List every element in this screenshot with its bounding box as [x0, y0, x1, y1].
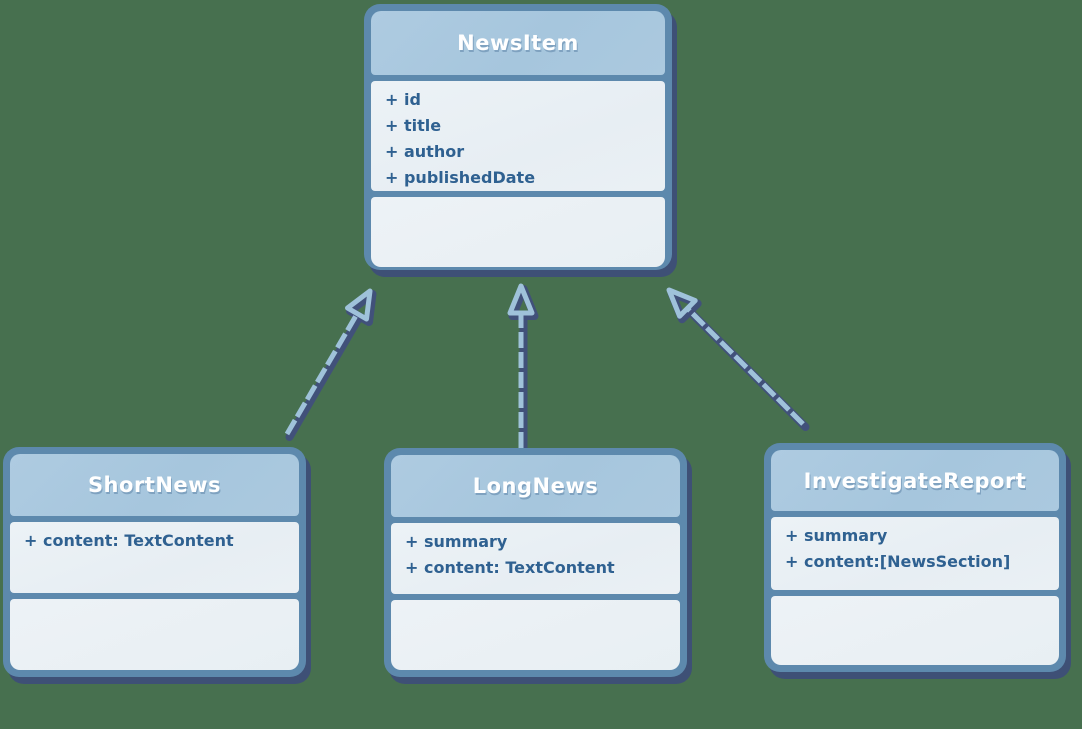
class-box-longnews: LongNews + summary + content: TextConten… [384, 448, 687, 677]
class-name: ShortNews [87, 473, 222, 497]
attribute-line: + summary [405, 532, 508, 551]
class-header: ShortNews [10, 454, 299, 516]
attributes-compartment: + summary + content:[NewsSection] [771, 517, 1059, 590]
arrowhead-shadow [346, 290, 377, 326]
inheritance-arrow-longnews-to-newsitem [507, 283, 539, 455]
class-header: LongNews [391, 455, 680, 517]
inheritance-arrow-investigatereport-to-newsitem [666, 287, 810, 431]
class-box-investigatereport: InvestigateReport + summary + content:[N… [764, 443, 1066, 672]
attribute-line: + summary [785, 526, 888, 545]
attributes-compartment: + content: TextContent [10, 522, 299, 593]
attribute-line: + content: TextContent [405, 558, 615, 577]
class-header: NewsItem [371, 11, 665, 75]
class-box-newsitem: NewsItem + id + title + author + publish… [364, 4, 672, 270]
arrowhead-triangle [666, 287, 698, 319]
arrowhead-triangle [345, 288, 373, 322]
arrowhead-shadow [667, 289, 702, 324]
methods-compartment [391, 600, 680, 670]
attribute-line: + content:[NewsSection] [785, 552, 1011, 571]
attribute-line: + id [385, 90, 421, 109]
class-name: NewsItem [457, 31, 579, 55]
arrow-shaft [284, 312, 360, 436]
class-box-shortnews: ShortNews + content: TextContent [3, 447, 306, 677]
methods-compartment [371, 197, 665, 267]
class-name: LongNews [472, 474, 599, 498]
arrowhead-triangle [507, 283, 535, 316]
arrow-shaft [685, 306, 805, 426]
arrow-shaft-shadow [685, 307, 810, 431]
attribute-line: + content: TextContent [24, 531, 234, 550]
attribute-line: + title [385, 116, 442, 135]
attribute-line: + publishedDate [385, 168, 536, 187]
arrowhead-shadow [508, 285, 539, 320]
methods-compartment [771, 596, 1059, 665]
attributes-compartment: + id + title + author + publishedDate [371, 81, 665, 191]
inheritance-arrow-shortnews-to-newsitem [284, 288, 377, 441]
attribute-line: + author [385, 142, 465, 161]
attributes-compartment: + summary + content: TextContent [391, 523, 680, 594]
class-header: InvestigateReport [771, 450, 1059, 511]
arrow-shaft-shadow [285, 313, 364, 441]
methods-compartment [10, 599, 299, 670]
class-name: InvestigateReport [803, 468, 1027, 493]
